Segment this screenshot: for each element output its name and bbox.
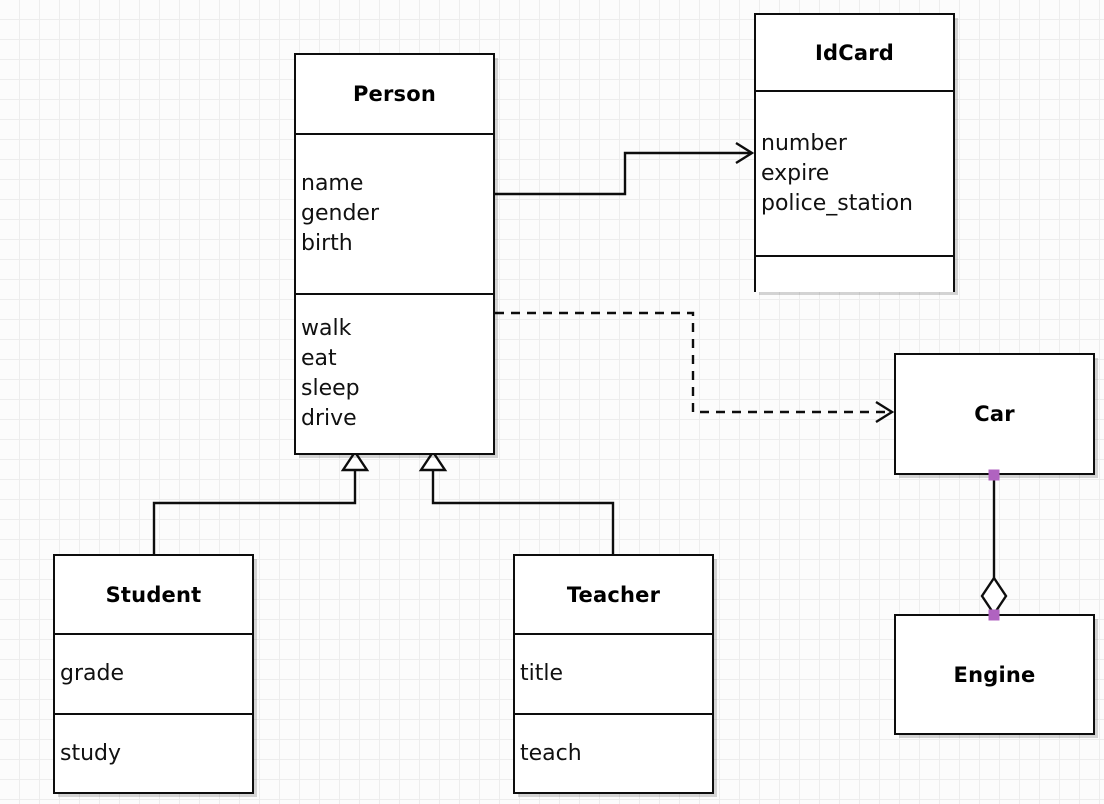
edge-car-engine[interactable]	[980, 475, 1008, 617]
class-name-person: Person	[296, 55, 493, 133]
operation-item: teach	[520, 740, 582, 766]
attribute-item: name	[301, 171, 364, 196]
operation-item: study	[60, 740, 122, 766]
attribute-item: birth	[301, 231, 353, 256]
attributes-compartment-student[interactable]: grade	[55, 633, 252, 713]
class-name-engine: Engine	[896, 616, 1093, 733]
edge-student-person[interactable]	[152, 449, 370, 554]
class-box-teacher[interactable]: Teacher title teach	[513, 554, 714, 794]
operations-compartment-student[interactable]: study	[55, 713, 252, 792]
attribute-item: police_station	[761, 190, 913, 216]
class-box-engine[interactable]: Engine	[894, 614, 1095, 735]
edge-teacher-person[interactable]	[418, 449, 615, 554]
attributes-compartment-person[interactable]: name gender birth	[296, 133, 493, 293]
class-box-student[interactable]: Student grade study	[53, 554, 254, 794]
edge-person-car[interactable]	[495, 311, 895, 424]
connection-handle-car-bottom[interactable]	[988, 469, 1000, 481]
operation-item: eat	[301, 346, 337, 371]
operation-item: walk	[301, 316, 352, 341]
open-arrowhead-icon	[875, 400, 895, 424]
operation-item: drive	[301, 406, 357, 431]
attributes-compartment-idcard[interactable]: number expire police_station	[756, 90, 953, 255]
operations-compartment-teacher[interactable]: teach	[515, 713, 712, 792]
class-box-idcard[interactable]: IdCard number expire police_station	[754, 13, 955, 292]
attribute-item: number	[761, 130, 847, 156]
class-name-car: Car	[896, 355, 1093, 473]
attribute-item: expire	[761, 160, 830, 186]
class-name-teacher: Teacher	[515, 556, 712, 633]
attribute-item: grade	[60, 661, 124, 686]
class-box-car[interactable]: Car	[894, 353, 1095, 475]
edge-person-idcard[interactable]	[495, 141, 755, 196]
attribute-item: title	[520, 661, 564, 686]
class-name-student: Student	[55, 556, 252, 633]
attributes-compartment-teacher[interactable]: title	[515, 633, 712, 713]
operations-compartment-idcard[interactable]	[756, 255, 953, 292]
connection-handle-engine-top[interactable]	[988, 609, 1000, 621]
class-box-person[interactable]: Person name gender birth walk eat sleep …	[294, 53, 495, 455]
class-name-idcard: IdCard	[756, 15, 953, 90]
operations-compartment-person[interactable]: walk eat sleep drive	[296, 293, 493, 453]
attribute-item: gender	[301, 201, 379, 226]
operation-item: sleep	[301, 376, 360, 401]
open-arrowhead-icon	[735, 141, 755, 165]
